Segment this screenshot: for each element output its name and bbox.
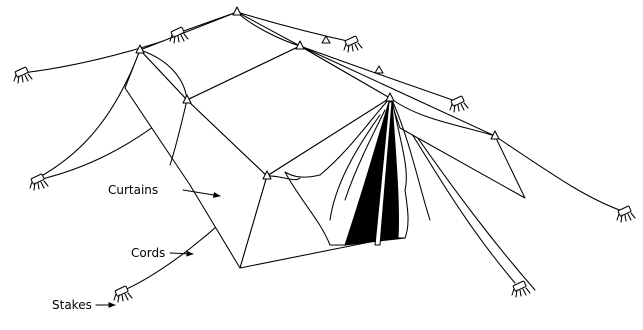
label-curtains-group: Curtains xyxy=(108,183,221,198)
label-stakes-group: Stakes xyxy=(52,298,116,312)
arrow-right-icon xyxy=(169,250,194,257)
label-curtains: Curtains xyxy=(108,183,158,197)
tent-stake-icon xyxy=(29,173,49,191)
label-stakes: Stakes xyxy=(52,298,92,312)
tent-stake-icon xyxy=(13,66,33,84)
tent-stake-icon xyxy=(449,95,469,113)
label-cords: Cords xyxy=(131,246,165,260)
tent-body xyxy=(124,11,526,269)
arrow-right-icon xyxy=(182,189,221,198)
tent-stake-icon xyxy=(343,35,363,53)
tent-peaks xyxy=(135,6,500,180)
tent-stake-icon xyxy=(616,205,636,223)
label-cords-group: Cords xyxy=(131,246,194,260)
